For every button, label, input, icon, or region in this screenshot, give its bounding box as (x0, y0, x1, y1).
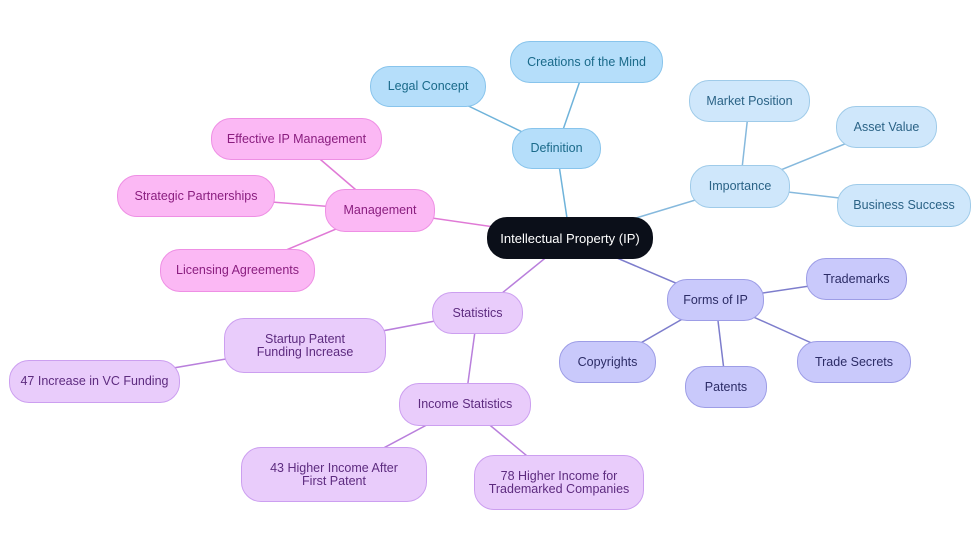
node-trademarks[interactable]: Trademarks (806, 258, 907, 300)
node-licensing-agreements[interactable]: Licensing Agreements (160, 249, 315, 292)
node-statistics[interactable]: Statistics (432, 292, 523, 334)
node-vc-funding-increase[interactable]: 47 Increase in VC Funding (9, 360, 180, 403)
node-importance[interactable]: Importance (690, 165, 790, 208)
node-strategic-partnerships[interactable]: Strategic Partnerships (117, 175, 275, 217)
node-higher-income-after-patent[interactable]: 43 Higher Income After First Patent (241, 447, 427, 502)
node-startup-patent-funding-increase[interactable]: Startup Patent Funding Increase (224, 318, 386, 373)
node-legal-concept[interactable]: Legal Concept (370, 66, 486, 107)
node-patents[interactable]: Patents (685, 366, 767, 408)
node-copyrights[interactable]: Copyrights (559, 341, 656, 383)
node-trade-secrets[interactable]: Trade Secrets (797, 341, 911, 383)
node-business-success[interactable]: Business Success (837, 184, 971, 227)
node-income-statistics[interactable]: Income Statistics (399, 383, 531, 426)
node-creations-of-the-mind[interactable]: Creations of the Mind (510, 41, 663, 83)
node-forms-of-ip[interactable]: Forms of IP (667, 279, 764, 321)
node-effective-ip-management[interactable]: Effective IP Management (211, 118, 382, 160)
node-higher-income-trademarked[interactable]: 78 Higher Income for Trademarked Compani… (474, 455, 644, 510)
node-intellectual-property[interactable]: Intellectual Property (IP) (487, 217, 653, 259)
node-management[interactable]: Management (325, 189, 435, 232)
node-definition[interactable]: Definition (512, 128, 601, 169)
node-market-position[interactable]: Market Position (689, 80, 810, 122)
node-asset-value[interactable]: Asset Value (836, 106, 937, 148)
